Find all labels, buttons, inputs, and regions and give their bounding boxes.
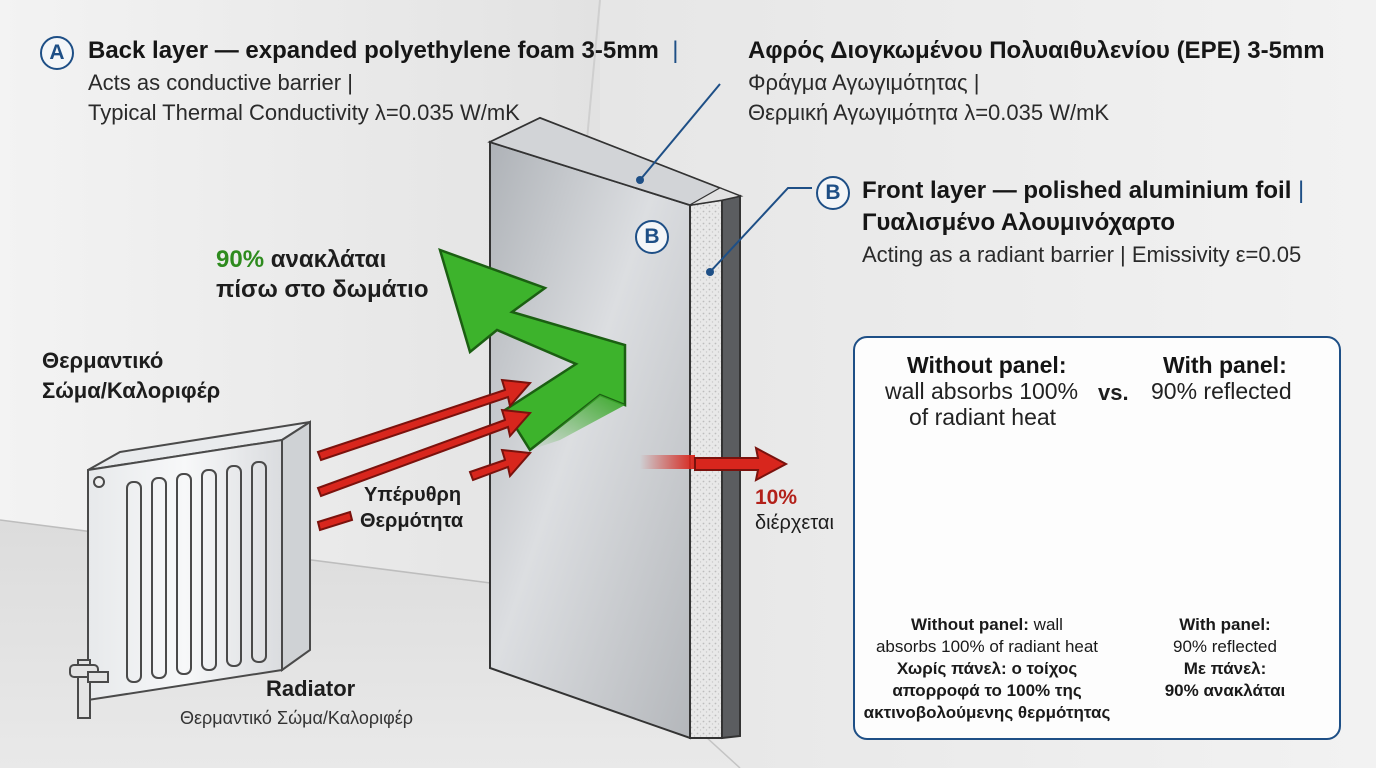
label-b-line3: Acting as a radiant barrier | Emissivity… (862, 242, 1302, 267)
radiator-title: Radiator (266, 676, 356, 701)
caption-with: With panel: 90% reflected Με πάνελ: 90% … (1164, 615, 1286, 701)
caption-without: Without panel: wall absorbs 100% of radi… (863, 615, 1111, 723)
panel-badge-b: B (635, 220, 669, 254)
label-b-greek: Γυαλισμένο Αλουμινόχαρτο (862, 209, 1175, 236)
radiator-top-label-line2: Σώμα/Καλοριφέρ (42, 378, 221, 403)
label-a-line2: Acts as conductive barrier | (88, 70, 353, 95)
with-line2: 90% reflected (1151, 378, 1292, 404)
passes-text: διέρχεται (755, 512, 834, 534)
label-a-title: Back layer — expanded polyethylene foam … (88, 37, 679, 64)
badge-b: B (816, 176, 850, 210)
label-a-greek-line3: Θερμική Αγωγιμότητα λ=0.035 W/mK (748, 100, 1110, 125)
passes-percent: 10% (755, 486, 798, 509)
infrared-label-line2: Θερμότητα (360, 510, 464, 532)
label-a-line3: Typical Thermal Conductivity λ=0.035 W/m… (88, 100, 520, 125)
without-line2: wall absorbs 100% (885, 378, 1079, 404)
with-title: With panel: (1163, 352, 1287, 378)
vs-label: vs. (1098, 380, 1129, 405)
radiator-subtitle: Θερμαντικό Σώμα/Καλοριφέρ (180, 708, 414, 728)
reflected-label: 90% ανακλάται (216, 246, 387, 273)
label-a-greek-line2: Φράγμα Αγωγιμότητας | (748, 70, 980, 95)
reflected-percent: 90% (216, 246, 265, 273)
radiator-top-label-line1: Θερμαντικό (42, 348, 164, 373)
without-line3: of radiant heat (909, 404, 1057, 430)
infrared-label-line1: Υπέρυθρη (364, 484, 462, 506)
label-a-greek-title: Αφρός Διογκωμένου Πολυαιθυλενίου (EPE) 3… (748, 37, 1325, 64)
without-title: Without panel: (907, 352, 1067, 378)
badge-a: A (40, 36, 74, 70)
comparison-box (853, 336, 1341, 740)
label-b-title: Front layer — polished aluminium foil | (862, 177, 1305, 204)
reflected-label-line2: πίσω στο δωμάτιο (216, 276, 429, 303)
